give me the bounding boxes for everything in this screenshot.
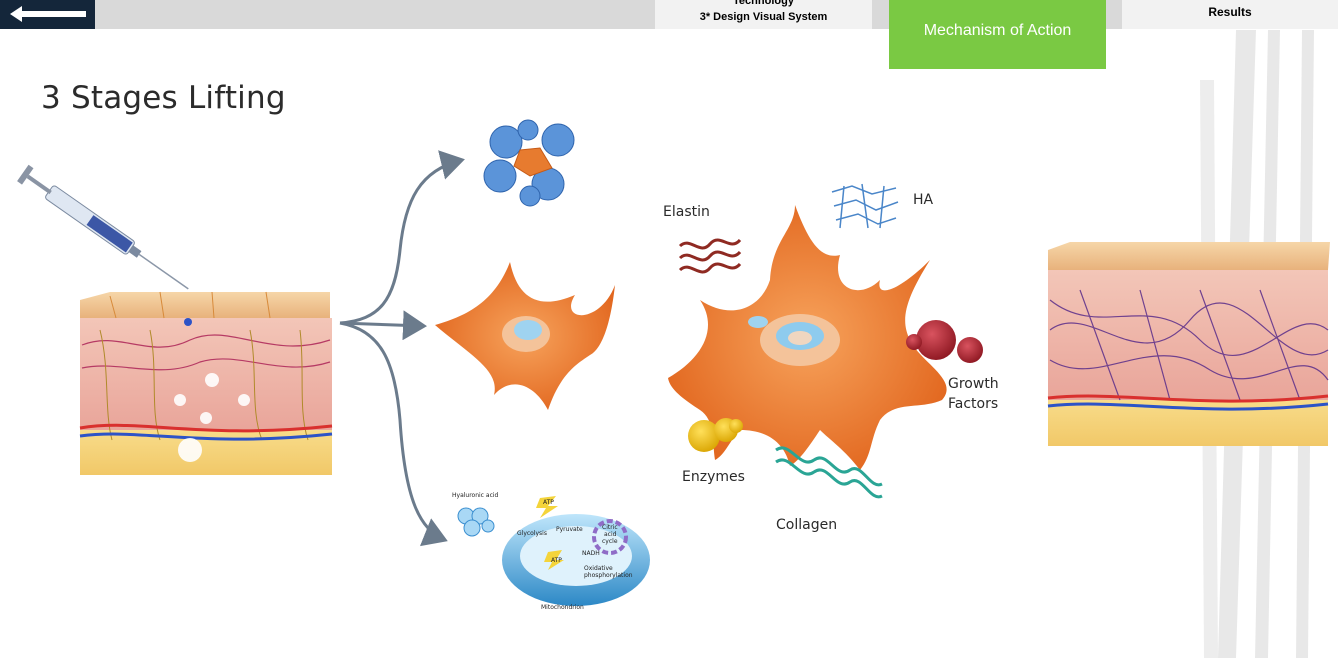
label-acid: acid [604,531,617,538]
label-glycolysis: Glycolysis [517,530,547,537]
tab-results[interactable]: Results [1122,0,1338,29]
tab-technology-sublabel: 3* Design Visual System [699,11,828,23]
label-factors: Factors [948,396,999,412]
label-nadh: NADH [582,550,600,557]
back-button[interactable] [0,0,95,29]
tab-mechanism-label: Mechanism of Action [923,22,1072,39]
tab-mechanism-of-action[interactable]: Mechanism of Action [889,0,1106,69]
label-oxidative: Oxidative [584,565,613,572]
label-citric: Citric [602,524,618,531]
label-pyruvate: Pyruvate [556,526,583,533]
skin-after-illustration [1047,242,1330,446]
skin-before-illustration [79,291,333,475]
label-ha: HA [913,192,934,208]
label-growth: Growth [948,376,999,392]
label-cycle: cycle [602,538,618,545]
label-hyaluronic-acid: Hyaluronic acid [452,492,499,499]
label-atp-bottom: ATP [551,557,562,564]
label-mitochondrion: Mitochondrion [541,604,584,611]
syringe-illustration [17,164,189,290]
collagen-illustration [775,446,883,499]
activated-fibroblast-illustration [668,205,947,470]
label-enzymes: Enzymes [682,469,745,485]
ha-mesh-illustration [831,183,899,229]
label-collagen: Collagen [776,517,838,533]
label-atp-top: ATP [543,499,554,506]
mitochondrion-illustration [457,496,650,606]
enzymes-illustration [688,418,743,452]
elastin-illustration [678,238,742,274]
tab-results-label: Results [1208,5,1252,19]
tab-technology-label: Technology [733,0,794,7]
arrow-left-icon [10,6,86,22]
branch-arrows [339,150,465,547]
label-elastin: Elastin [663,204,710,220]
page-title: 3 Stages Lifting [41,80,286,116]
ha-cluster-illustration [483,119,575,207]
label-phosphorylation: phosphorylation [584,572,633,579]
tab-technology[interactable]: Technology 3* Design Visual System [655,0,872,29]
fibroblast-cell-illustration [435,262,615,410]
growth-factors-illustration [906,320,983,363]
